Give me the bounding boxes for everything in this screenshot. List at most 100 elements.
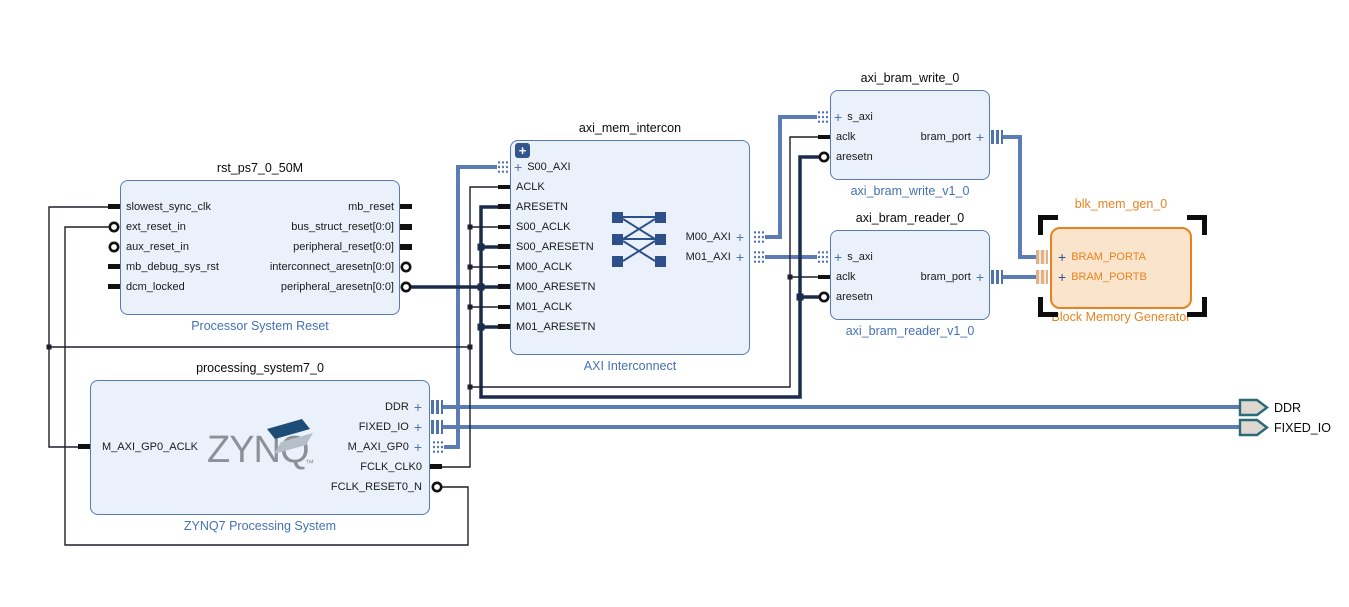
pin-ps7-ddr[interactable]: DDR+: [384, 399, 422, 415]
pin-ps7-fixed-io[interactable]: FIXED_IO+: [358, 419, 422, 435]
m00-axi-interface-pin[interactable]: [753, 230, 765, 244]
net-bram-porta[interactable]: [1003, 135, 1036, 259]
net-fclk-clk0-junctions: [46, 224, 793, 390]
net-m-axi-gp0[interactable]: [444, 165, 497, 449]
expand-port-icon[interactable]: +: [975, 269, 984, 285]
s00-axi-interface-pin[interactable]: [497, 160, 509, 174]
pin-mb-debug-sys-rst[interactable]: mb_debug_sys_rst: [126, 261, 219, 273]
rst-block[interactable]: [120, 180, 400, 315]
pin-bram-write-bram-port[interactable]: bram_port+: [920, 129, 984, 145]
pin-interconnect-aresetn[interactable]: interconnect_aresetn[0:0]: [269, 261, 394, 273]
pin-bram-portb[interactable]: +BRAM_PORTB: [1058, 269, 1147, 285]
intercon-block-title: axi_mem_intercon: [578, 121, 682, 135]
bram-reader-bram-port-interface-pin[interactable]: [991, 270, 1003, 284]
pin-s00-aresetn[interactable]: S00_ARESETN: [516, 241, 594, 253]
pin-m00-aclk[interactable]: M00_ACLK: [516, 261, 573, 273]
net-m00-axi[interactable]: [765, 115, 817, 239]
pin-m-axi-gp0-aclk[interactable]: M_AXI_GP0_ACLK: [102, 441, 198, 453]
pin-bram-write-aresetn[interactable]: aresetn: [836, 151, 873, 163]
expand-block-button[interactable]: +: [515, 143, 530, 158]
bram-reader-block-type-label: axi_bram_reader_v1_0: [845, 324, 975, 338]
intercon-block[interactable]: [510, 140, 750, 355]
blk-mem-block-type-label: Block Memory Generator: [1051, 310, 1191, 324]
rst-block-type-label: Processor System Reset: [191, 319, 329, 333]
ps7-block-type-label: ZYNQ7 Processing System: [183, 519, 337, 533]
pin-slowest-sync-clk[interactable]: slowest_sync_clk: [126, 201, 211, 213]
ps7-block-title: processing_system7_0: [196, 361, 324, 375]
blk-mem-block-title: blk_mem_gen_0: [1074, 197, 1168, 211]
pin-stubs[interactable]: [78, 135, 830, 469]
expand-port-icon[interactable]: +: [735, 249, 744, 265]
crossbar-switch-icon: [612, 212, 666, 267]
svg-text:ZYNQ: ZYNQ: [207, 429, 309, 471]
ps7-block[interactable]: [90, 380, 430, 515]
external-port-label-fixed-io: FIXED_IO: [1274, 421, 1331, 435]
expand-port-icon[interactable]: +: [834, 249, 843, 265]
bram-write-bram-port-interface-pin[interactable]: [991, 130, 1003, 144]
bram-write-block-type-label: axi_bram_write_v1_0: [850, 184, 970, 198]
pin-m01-axi[interactable]: M01_AXI+: [685, 249, 744, 265]
selection-corner-icon: [1187, 297, 1207, 317]
pin-ps7-fclk-clk0[interactable]: FCLK_CLK0: [360, 461, 422, 473]
bram-porta-interface-pin[interactable]: [1036, 250, 1048, 264]
expand-port-icon[interactable]: +: [1058, 249, 1067, 265]
pin-peripheral-reset[interactable]: peripheral_reset[0:0]: [293, 241, 394, 253]
pin-m01-aresetn[interactable]: M01_ARESETN: [516, 321, 596, 333]
pin-bram-reader-s-axi[interactable]: +s_axi: [834, 249, 873, 265]
pin-mb-reset[interactable]: mb_reset: [348, 201, 394, 213]
selection-corner-icon: [1187, 215, 1207, 235]
pin-s00-axi[interactable]: +S00_AXI: [514, 159, 571, 175]
pin-ext-reset-in[interactable]: ext_reset_in: [126, 221, 186, 233]
bram-portb-interface-pin[interactable]: [1036, 270, 1048, 284]
expand-port-icon[interactable]: +: [413, 439, 422, 455]
pin-bram-reader-aresetn[interactable]: aresetn: [836, 291, 873, 303]
selection-corner-icon: [1038, 215, 1058, 235]
pin-bram-porta[interactable]: +BRAM_PORTA: [1058, 249, 1146, 265]
pin-peripheral-aresetn[interactable]: peripheral_aresetn[0:0]: [280, 281, 394, 293]
rst-block-title: rst_ps7_0_50M: [216, 161, 304, 175]
expand-port-icon[interactable]: +: [514, 159, 523, 175]
pin-m01-aclk[interactable]: M01_ACLK: [516, 301, 573, 313]
ps7-fixed-io-interface-pin[interactable]: [431, 420, 443, 434]
expand-port-icon[interactable]: +: [413, 419, 422, 435]
pin-bram-write-aclk[interactable]: aclk: [836, 131, 856, 143]
active-low-pin-rings[interactable]: [108, 151, 830, 493]
net-fclk-clk0[interactable]: [48, 136, 818, 468]
bram-write-block-title: axi_bram_write_0: [860, 71, 960, 85]
net-fclk-reset0-n[interactable]: [64, 226, 469, 546]
bram-reader-block[interactable]: [830, 230, 990, 320]
bram-write-block[interactable]: [830, 90, 990, 180]
expand-port-icon[interactable]: +: [975, 129, 984, 145]
bram-reader-block-title: axi_bram_reader_0: [855, 211, 965, 225]
pin-aresetn[interactable]: ARESETN: [516, 201, 568, 213]
zynq-logo: ZYNQ ™: [207, 419, 314, 471]
fixed-io-port-symbol: [1238, 418, 1269, 437]
pin-bus-struct-reset[interactable]: bus_struct_reset[0:0]: [291, 221, 394, 233]
expand-port-icon[interactable]: +: [735, 229, 744, 245]
m01-axi-interface-pin[interactable]: [753, 250, 765, 264]
expand-port-icon[interactable]: +: [413, 399, 422, 415]
pin-s00-aclk[interactable]: S00_ACLK: [516, 221, 571, 233]
pin-m00-axi[interactable]: M00_AXI+: [685, 229, 744, 245]
net-peripheral-aresetn-junctions: [477, 243, 804, 331]
pin-bram-write-s-axi[interactable]: +s_axi: [834, 109, 873, 125]
pin-bram-reader-aclk[interactable]: aclk: [836, 271, 856, 283]
bram-write-s-axi-interface-pin[interactable]: [817, 110, 829, 124]
blk-mem-block[interactable]: [1050, 227, 1192, 309]
external-port-label-ddr: DDR: [1274, 401, 1302, 415]
bram-reader-s-axi-interface-pin[interactable]: [817, 250, 829, 264]
ps7-ddr-interface-pin[interactable]: [431, 400, 443, 414]
pin-bram-reader-bram-port[interactable]: bram_port+: [920, 269, 984, 285]
ps7-m-axi-gp0-interface-pin[interactable]: [432, 440, 444, 454]
expand-port-icon[interactable]: +: [834, 109, 843, 125]
pin-aclk[interactable]: ACLK: [516, 181, 545, 193]
pin-m00-aresetn[interactable]: M00_ARESETN: [516, 281, 596, 293]
external-port-symbols[interactable]: [1238, 398, 1269, 437]
pin-aux-reset-in[interactable]: aux_reset_in: [126, 241, 189, 253]
pin-ps7-fclk-reset0-n[interactable]: FCLK_RESET0_N: [330, 481, 422, 493]
expand-port-icon[interactable]: +: [1058, 269, 1067, 285]
pin-dcm-locked[interactable]: dcm_locked: [126, 281, 185, 293]
pin-ps7-m-axi-gp0[interactable]: M_AXI_GP0+: [347, 439, 422, 455]
